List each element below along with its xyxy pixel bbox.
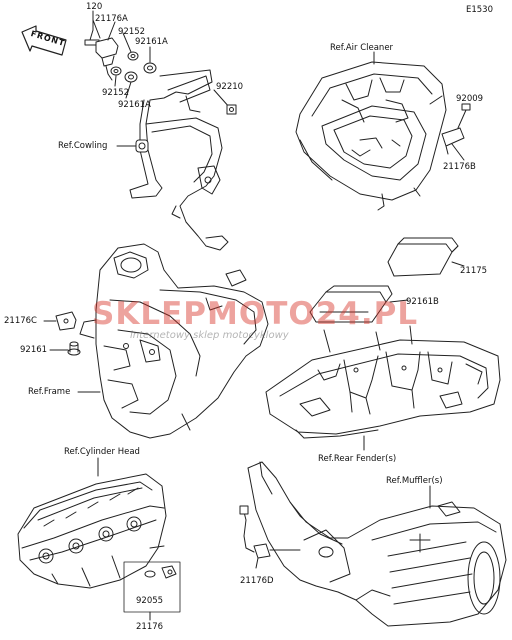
part-number-92161A-lower: 92161A (118, 100, 151, 110)
nut-92210 (226, 104, 237, 115)
part-number-92161A-upper: 92161A (135, 37, 168, 47)
part-number-21176C: 21176C (4, 316, 37, 326)
part-number-21176A: 21176A (95, 14, 128, 24)
rear-fender (265, 325, 501, 439)
diagram-code: E1530 (466, 5, 494, 15)
sensor-21176 (161, 565, 177, 579)
part-number-21176D: 21176D (240, 576, 274, 586)
cylinder-head (17, 473, 167, 589)
part-number-92210: 92210 (216, 82, 244, 92)
o-ring-92055 (144, 570, 156, 578)
part-number-92152-upper: 92152 (118, 27, 146, 37)
cowling-bracket (129, 69, 229, 251)
grommet-92161 (67, 341, 81, 356)
sensor-21176B (441, 127, 465, 155)
ref-air-cleaner: Ref.Air Cleaner (330, 43, 394, 53)
muffler (247, 461, 507, 627)
ref-cylinder-head: Ref.Cylinder Head (64, 447, 140, 457)
frame (79, 243, 269, 439)
ecu-holder-92161B (309, 285, 393, 323)
watermark-brand: SKLEPMOTO24.PL (92, 296, 419, 332)
sensor-21176C (55, 311, 77, 331)
part-number-92009: 92009 (456, 94, 484, 104)
part-number-21176: 21176 (136, 622, 164, 632)
part-number-21175: 21175 (460, 266, 488, 276)
grommet-92152-lower (110, 66, 122, 76)
part-number-120: 120 (86, 2, 103, 12)
watermark-tagline: internetowy sklep motocyklowy (130, 330, 289, 341)
part-number-92161: 92161 (20, 345, 48, 355)
ref-mufflers: Ref.Muffler(s) (386, 476, 443, 486)
grommet-92152-upper (127, 51, 139, 61)
part-number-92161B: 92161B (406, 297, 439, 307)
ref-frame: Ref.Frame (28, 387, 71, 397)
ref-rear-fender: Ref.Rear Fender(s) (318, 454, 397, 464)
ecu-21175 (387, 237, 459, 277)
sensor-21176D (239, 505, 301, 559)
ref-cowling: Ref.Cowling (58, 141, 108, 151)
air-cleaner-housing (295, 61, 447, 211)
part-number-92055: 92055 (136, 596, 164, 606)
grommet-92161A-lower (124, 71, 138, 83)
front-arrow-icon (21, 25, 67, 56)
screw-92009 (457, 103, 471, 129)
sensor-21176A (95, 37, 119, 81)
part-number-92152-lower: 92152 (102, 88, 130, 98)
part-number-21176B: 21176B (443, 162, 476, 172)
grommet-92161A-upper (143, 62, 157, 74)
